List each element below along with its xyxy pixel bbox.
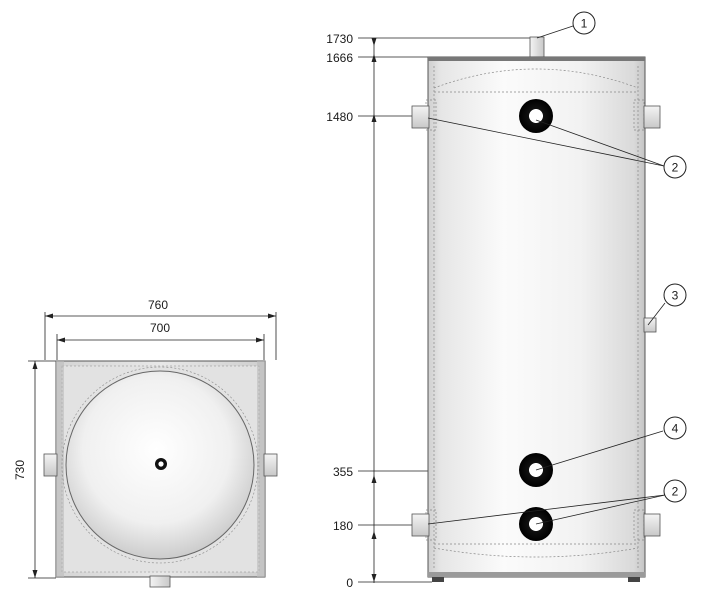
svg-text:2: 2: [672, 485, 679, 499]
stub-bottom: [149, 575, 171, 588]
pipe-right-lower: [643, 513, 661, 537]
label-h1666: 1666: [326, 51, 353, 65]
dim-outer-width: [44, 312, 277, 360]
pipe-right-sensor: [643, 317, 657, 333]
top-view: 760 700 730: [13, 298, 278, 588]
callout-1: 1: [572, 11, 596, 35]
pipe-right-upper: [643, 105, 661, 129]
svg-text:4: 4: [672, 422, 679, 436]
foot-right: [628, 577, 640, 582]
svg-text:3: 3: [672, 289, 679, 303]
label-h0: 0: [346, 576, 353, 590]
dim-depth: [28, 360, 56, 579]
pipe-left-lower: [411, 513, 430, 537]
label-h355: 355: [333, 465, 353, 479]
label-depth: 730: [13, 460, 27, 480]
dim-inner-width: [56, 334, 265, 360]
stub-right: [263, 453, 278, 477]
label-h1730: 1730: [326, 32, 353, 46]
svg-text:1: 1: [581, 17, 588, 31]
callout-2-lower: 2: [663, 479, 687, 503]
label-h1480: 1480: [326, 110, 353, 124]
label-outer-width: 760: [148, 298, 168, 312]
label-h180: 180: [333, 519, 353, 533]
svg-text:2: 2: [672, 161, 679, 175]
top-pipe: [529, 36, 545, 59]
label-inner-width: 700: [150, 321, 170, 335]
stub-left: [43, 453, 58, 477]
callout-4: 4: [663, 416, 687, 440]
side-view: 1730 1666 1480 355 180 0: [326, 11, 687, 590]
tank-body: [427, 56, 646, 578]
callout-2-upper: 2: [663, 155, 687, 179]
port-upper: [519, 99, 553, 133]
callout-3: 3: [663, 283, 687, 307]
foot-left: [432, 577, 444, 582]
pipe-left-upper: [411, 105, 430, 129]
